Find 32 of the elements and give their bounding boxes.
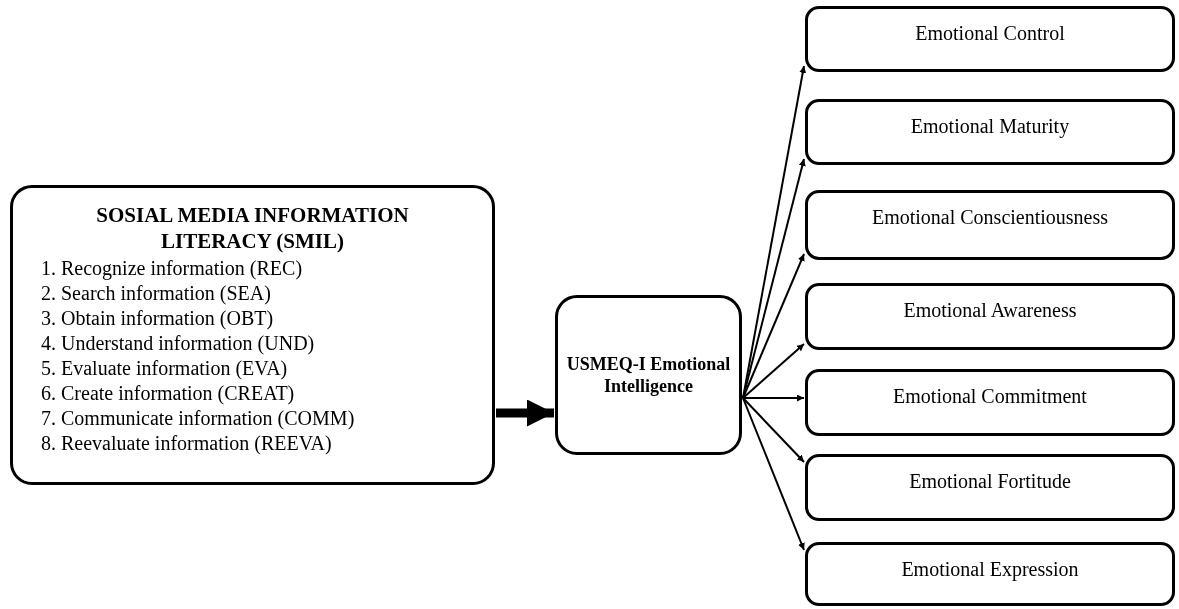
outcome-box xyxy=(805,454,1175,521)
outcome-box xyxy=(805,99,1175,165)
box-label: Emotional Fortitude xyxy=(909,469,1071,493)
list-item: 2. Search information (SEA) xyxy=(41,281,272,306)
arrow xyxy=(742,343,805,399)
box-heading: SOSIAL MEDIA INFORMATION LITERACY (SMIL) xyxy=(95,202,410,254)
list-item: 4. Understand information (UND) xyxy=(41,331,316,356)
box-label: USMEQ-I Emotional Intelligence xyxy=(566,353,731,397)
list-item: 1. Recognize information (REC) xyxy=(41,256,304,281)
box-label: Emotional Expression xyxy=(901,557,1079,581)
process-box xyxy=(555,295,742,455)
outcome-box xyxy=(805,283,1175,350)
outcome-box xyxy=(805,190,1175,260)
arrow xyxy=(742,253,805,399)
box-label: Emotional Commitment xyxy=(893,384,1087,408)
outcome-box xyxy=(805,6,1175,72)
arrow xyxy=(742,397,805,463)
list-item: 6. Create information (CREAT) xyxy=(41,381,296,406)
box-label: Emotional Control xyxy=(915,21,1065,45)
outcome-box xyxy=(805,369,1175,436)
box-label: Emotional Conscientiousness xyxy=(871,205,1109,229)
box-label: Emotional Maturity xyxy=(910,114,1070,138)
arrow xyxy=(742,397,805,551)
list-item: 8. Reevaluate information (REEVA) xyxy=(41,431,333,456)
list-item: 7. Communicate information (COMM) xyxy=(41,406,356,431)
arrow xyxy=(496,399,554,427)
outcome-box xyxy=(805,542,1175,606)
box-label: Emotional Awareness xyxy=(903,298,1077,322)
process-box xyxy=(10,185,495,485)
list-item: 3. Obtain information (OBT) xyxy=(41,306,275,331)
arrow xyxy=(742,394,805,402)
list-item: 5. Evaluate information (EVA) xyxy=(41,356,289,381)
